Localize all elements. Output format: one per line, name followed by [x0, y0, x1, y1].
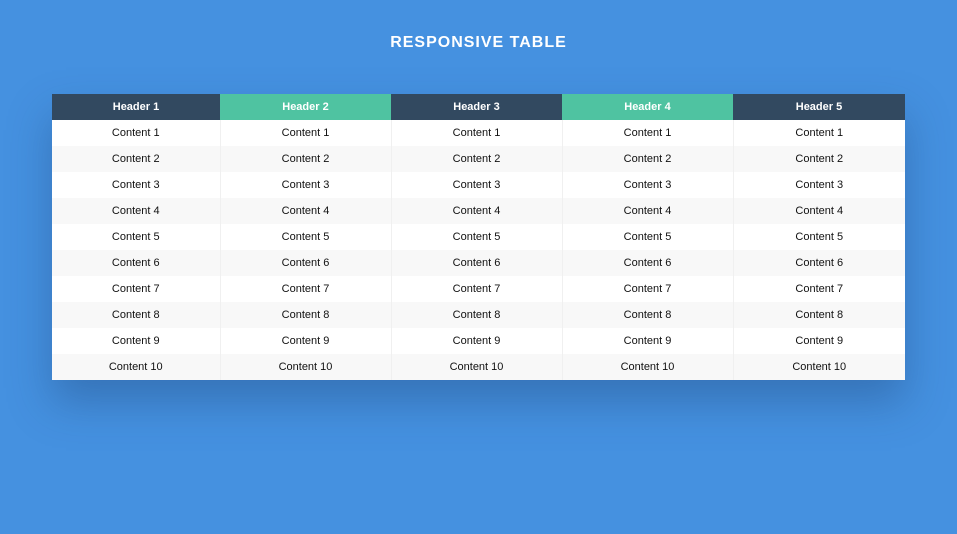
table-cell: Content 8	[52, 302, 221, 328]
table-cell: Content 7	[733, 276, 905, 302]
table-cell: Content 5	[220, 224, 392, 250]
table-cell: Content 2	[733, 146, 905, 172]
table-cell: Content 6	[562, 250, 734, 276]
table-cell: Content 3	[733, 172, 905, 198]
responsive-table: Header 1 Header 2 Header 3 Header 4 Head…	[52, 94, 905, 380]
table-cell: Content 4	[562, 198, 734, 224]
table-cell: Content 6	[52, 250, 221, 276]
table-header-row: Header 1 Header 2 Header 3 Header 4 Head…	[52, 94, 905, 120]
table-cell: Content 1	[733, 120, 905, 146]
table-cell: Content 10	[52, 354, 221, 380]
table-cell: Content 7	[562, 276, 734, 302]
table-header-5: Header 5	[733, 94, 905, 120]
table-cell: Content 4	[52, 198, 221, 224]
table-cell: Content 1	[220, 120, 392, 146]
table-cell: Content 1	[52, 120, 221, 146]
table-cell: Content 8	[391, 302, 563, 328]
table-cell: Content 9	[562, 328, 734, 354]
table-row: Content 7 Content 7 Content 7 Content 7 …	[52, 276, 905, 302]
table-cell: Content 9	[733, 328, 905, 354]
table-header-2: Header 2	[220, 94, 391, 120]
table-cell: Content 9	[52, 328, 221, 354]
table-cell: Content 1	[391, 120, 563, 146]
table-cell: Content 10	[562, 354, 734, 380]
table-cell: Content 10	[391, 354, 563, 380]
table-header-4: Header 4	[562, 94, 733, 120]
table-row: Content 3 Content 3 Content 3 Content 3 …	[52, 172, 905, 198]
table-cell: Content 5	[391, 224, 563, 250]
table-cell: Content 2	[562, 146, 734, 172]
table-cell: Content 1	[562, 120, 734, 146]
table-row: Content 1 Content 1 Content 1 Content 1 …	[52, 120, 905, 146]
table-row: Content 4 Content 4 Content 4 Content 4 …	[52, 198, 905, 224]
table-header-3: Header 3	[391, 94, 562, 120]
table-cell: Content 7	[220, 276, 392, 302]
responsive-table-container: Header 1 Header 2 Header 3 Header 4 Head…	[52, 94, 905, 380]
table-cell: Content 7	[391, 276, 563, 302]
table-cell: Content 3	[52, 172, 221, 198]
table-cell: Content 7	[52, 276, 221, 302]
page-title: RESPONSIVE TABLE	[390, 34, 567, 51]
table-cell: Content 5	[733, 224, 905, 250]
table-row: Content 2 Content 2 Content 2 Content 2 …	[52, 146, 905, 172]
table-row: Content 8 Content 8 Content 8 Content 8 …	[52, 302, 905, 328]
table-cell: Content 10	[733, 354, 905, 380]
table-cell: Content 4	[733, 198, 905, 224]
table-cell: Content 3	[220, 172, 392, 198]
table-row: Content 9 Content 9 Content 9 Content 9 …	[52, 328, 905, 354]
table-row: Content 6 Content 6 Content 6 Content 6 …	[52, 250, 905, 276]
table-cell: Content 8	[562, 302, 734, 328]
table-cell: Content 10	[220, 354, 392, 380]
table-cell: Content 6	[391, 250, 563, 276]
table-cell: Content 8	[733, 302, 905, 328]
table-row: Content 10 Content 10 Content 10 Content…	[52, 354, 905, 380]
table-cell: Content 2	[391, 146, 563, 172]
table-cell: Content 3	[562, 172, 734, 198]
table-cell: Content 4	[220, 198, 392, 224]
table-header-1: Header 1	[52, 94, 220, 120]
table-cell: Content 4	[391, 198, 563, 224]
table-cell: Content 6	[733, 250, 905, 276]
table-cell: Content 5	[52, 224, 221, 250]
table-cell: Content 5	[562, 224, 734, 250]
table-cell: Content 9	[391, 328, 563, 354]
table-cell: Content 3	[391, 172, 563, 198]
table-cell: Content 9	[220, 328, 392, 354]
table-cell: Content 2	[52, 146, 221, 172]
table-cell: Content 6	[220, 250, 392, 276]
table-cell: Content 2	[220, 146, 392, 172]
table-cell: Content 8	[220, 302, 392, 328]
table-row: Content 5 Content 5 Content 5 Content 5 …	[52, 224, 905, 250]
